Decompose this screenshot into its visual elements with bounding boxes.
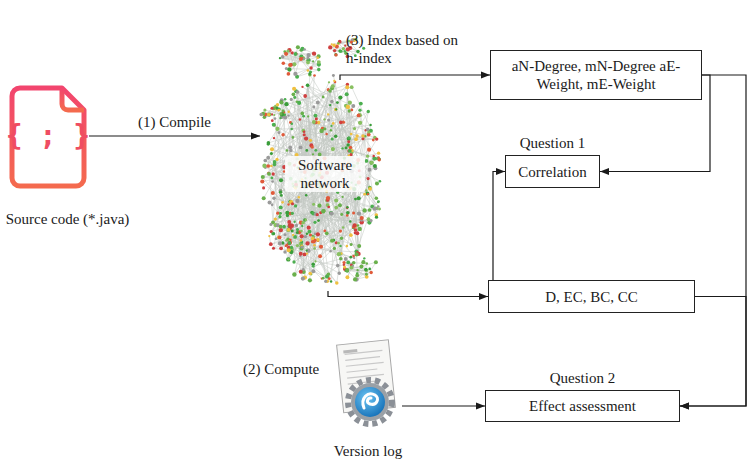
box-text: Correlation — [518, 163, 586, 181]
node-caption: Source code (*.java) — [0, 210, 135, 228]
step-label: (2) Compute — [243, 360, 319, 378]
connector-arrow — [89, 135, 260, 136]
node-caption: Version log — [318, 442, 418, 460]
metric-box: aN-Degree, mN-Degree aE-Weight, mE-Weigh… — [490, 50, 702, 100]
edge-label: (1) Compile — [138, 113, 211, 131]
box-text: Effect assessment — [529, 397, 636, 415]
version-log-node: Version log — [318, 338, 418, 460]
box-text: D, EC, BC, CC — [545, 288, 638, 306]
connector-arrow — [680, 75, 746, 406]
connector-arrow — [328, 291, 488, 297]
version-log-icon — [330, 336, 406, 434]
process-box: aN-Degree, mN-Degree aE-Weight, mE-Weigh… — [490, 50, 702, 100]
box-text: aN-Degree, mN-Degree aE-Weight, mE-Weigh… — [511, 57, 681, 93]
code-glyph: { ; } — [0, 120, 96, 152]
question-heading: Question 1 — [505, 134, 600, 155]
process-box: D, EC, BC, CC — [488, 280, 695, 313]
connector-arrow — [340, 75, 490, 80]
question-box: Question 2 Effect assessment — [485, 369, 680, 422]
source-code-node: { ; } Source code (*.java) — [0, 80, 135, 228]
network-label: Software network — [285, 156, 365, 192]
question-box: Question 1 Correlation — [505, 134, 600, 188]
process-box: Effect assessment — [485, 390, 680, 422]
process-box: Correlation — [505, 155, 600, 188]
metric-box: D, EC, BC, CC — [488, 280, 695, 313]
edge-label: (3) Index based on h-index — [346, 31, 464, 67]
network-node: Software network — [250, 30, 400, 305]
connector-arrow — [402, 405, 485, 406]
connector-arrow — [493, 172, 505, 281]
question-heading: Question 2 — [485, 369, 680, 390]
